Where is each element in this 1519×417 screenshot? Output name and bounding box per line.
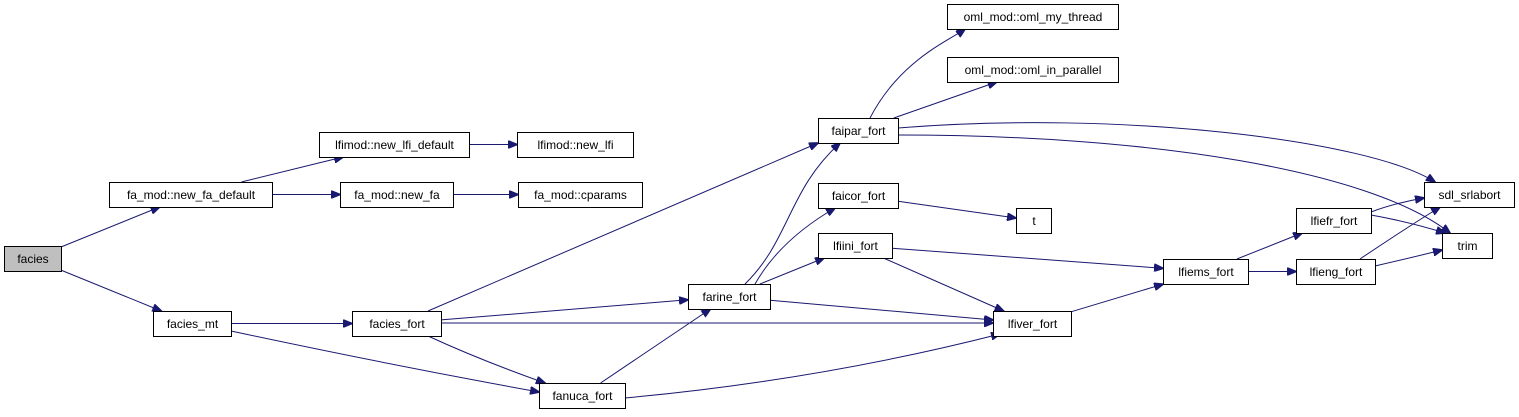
node-label: faipar_fort	[831, 124, 886, 138]
node-box	[517, 132, 634, 158]
node-label: t	[1032, 214, 1036, 228]
node-box	[947, 4, 1119, 30]
node-lfiini_fort[interactable]: lfiini_fort	[818, 233, 893, 259]
edge-faipar_fort-to-sdl_srlabort	[897, 122, 1435, 182]
node-label: lfiefr_fort	[1311, 214, 1358, 228]
edge-faipar_fort-to-trim	[897, 134, 1450, 233]
node-fa_new[interactable]: fa_mod::new_fa	[340, 182, 454, 208]
node-label: facies	[17, 252, 48, 266]
node-lfiems_fort[interactable]: lfiems_fort	[1163, 259, 1249, 285]
edge-farine_fort-to-faicor_fort	[754, 208, 835, 285]
node-box	[818, 118, 899, 144]
node-box	[1296, 259, 1376, 285]
node-box	[993, 311, 1072, 337]
edge-faipar_fort-to-oml_my_thread	[869, 29, 965, 119]
node-box	[1424, 182, 1515, 208]
edge-lfieng_fort-to-trim	[1374, 250, 1442, 267]
node-lfieng_fort[interactable]: lfieng_fort	[1296, 259, 1376, 285]
edge-lfiefr_fort-to-sdl_srlabort	[1370, 198, 1424, 213]
node-label: facies_mt	[167, 317, 219, 331]
node-label: trim	[1458, 239, 1478, 253]
node-facies_mt[interactable]: facies_mt	[153, 311, 232, 337]
node-faicor_fort[interactable]: faicor_fort	[818, 183, 899, 209]
node-label: fa_mod::new_fa	[354, 188, 440, 202]
edge-facies-to-facies_mt	[60, 269, 161, 311]
node-box	[1163, 259, 1249, 285]
node-box	[818, 183, 899, 209]
node-box	[153, 311, 232, 337]
node-label: faicor_fort	[832, 189, 886, 203]
node-box	[518, 182, 643, 208]
edge-farine_fort-to-faipar_fort	[744, 143, 840, 285]
node-label: lfimod::new_lfi_default	[335, 138, 454, 152]
node-lfiver_fort[interactable]: lfiver_fort	[993, 311, 1072, 337]
node-label: lfieng_fort	[1310, 265, 1363, 279]
edge-fanuca_fort-to-farine_fort	[600, 309, 711, 384]
node-fa_cparams[interactable]: fa_mod::cparams	[518, 182, 643, 208]
edge-faicor_fort-to-t	[897, 200, 1016, 218]
edge-fanuca_fort-to-lfiver_fort	[624, 334, 1000, 399]
node-label: oml_mod::oml_my_thread	[964, 10, 1103, 24]
edge-lfieng_fort-to-sdl_srlabort	[1359, 207, 1440, 260]
node-fa_new_default[interactable]: fa_mod::new_fa_default	[109, 182, 273, 208]
node-lfi_new_default[interactable]: lfimod::new_lfi_default	[319, 132, 470, 158]
node-trim[interactable]: trim	[1442, 233, 1493, 259]
edge-facies_mt-to-fanuca_fort	[230, 330, 539, 392]
node-t[interactable]: t	[1016, 208, 1052, 234]
node-box	[352, 311, 442, 337]
edge-farine_fort-to-lfiver_fort	[769, 299, 993, 320]
node-box	[319, 132, 470, 158]
edge-farine_fort-to-lfiini_fort	[759, 258, 824, 285]
node-sdl_srlabort[interactable]: sdl_srlabort	[1424, 182, 1515, 208]
node-label: facies_fort	[369, 317, 425, 331]
node-oml_my_thread[interactable]: oml_mod::oml_my_thread	[947, 4, 1119, 30]
node-label: fa_mod::cparams	[534, 188, 627, 202]
edge-lfiver_fort-to-lfiems_fort	[1070, 284, 1163, 313]
node-facies_fort[interactable]: facies_fort	[352, 311, 442, 337]
node-label: fa_mod::new_fa_default	[127, 188, 256, 202]
node-lfi_new[interactable]: lfimod::new_lfi	[517, 132, 634, 158]
edge-faipar_fort-to-oml_in_parallel	[893, 82, 997, 119]
node-oml_in_parallel[interactable]: oml_mod::oml_in_parallel	[947, 57, 1119, 83]
node-label: lfiini_fort	[833, 239, 878, 253]
node-box	[1296, 208, 1372, 234]
node-box	[109, 182, 273, 208]
edge-facies_fort-to-faipar_fort	[427, 143, 818, 312]
node-label: lfimod::new_lfi	[537, 138, 613, 152]
node-facies[interactable]: facies	[4, 246, 62, 272]
node-box	[340, 182, 454, 208]
node-label: fanuca_fort	[552, 389, 613, 403]
edge-facies_fort-to-farine_fort	[440, 300, 688, 321]
edge-facies-to-fa_new_default	[60, 207, 160, 248]
edge-lfiini_fort-to-lfiems_fort	[891, 247, 1163, 268]
node-box	[1442, 233, 1493, 259]
edges-layer	[60, 29, 1450, 399]
node-box	[1016, 208, 1052, 234]
node-box	[818, 233, 893, 259]
node-box	[4, 246, 62, 272]
nodes-layer: facies fa_mod::new_fa_default lfimod::new_…	[4, 4, 1515, 409]
edge-lfiefr_fort-to-trim	[1370, 214, 1445, 233]
edge-facies_fort-to-fanuca_fort	[427, 335, 545, 383]
edge-fa_new_default-to-lfi_new_default	[241, 157, 343, 183]
node-label: sdl_srlabort	[1438, 188, 1501, 202]
node-label: oml_mod::oml_in_parallel	[965, 63, 1102, 77]
node-farine_fort[interactable]: farine_fort	[688, 284, 771, 310]
node-label: lfiems_fort	[1178, 265, 1234, 279]
node-faipar_fort[interactable]: faipar_fort	[818, 118, 899, 144]
node-lfiefr_fort[interactable]: lfiefr_fort	[1296, 208, 1372, 234]
node-label: lfiver_fort	[1008, 317, 1058, 331]
edge-lfiini_fort-to-lfiver_fort	[883, 257, 1003, 311]
node-box	[688, 284, 771, 310]
node-label: farine_fort	[702, 290, 757, 304]
edge-lfiems_fort-to-lfiefr_fort	[1236, 233, 1302, 260]
node-box	[947, 57, 1119, 83]
node-box	[539, 383, 626, 409]
node-fanuca_fort[interactable]: fanuca_fort	[539, 383, 626, 409]
